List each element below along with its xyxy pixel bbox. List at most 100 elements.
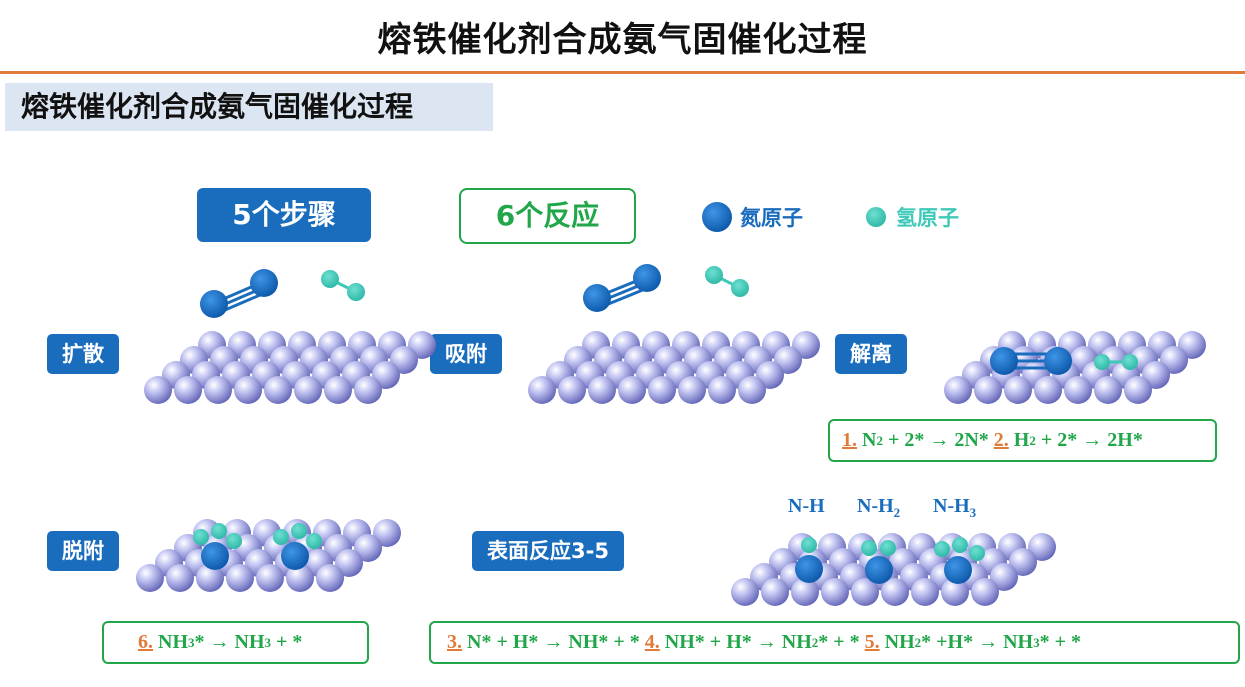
- step-dissociation: 解离: [835, 334, 907, 374]
- step-adsorption: 吸附: [430, 334, 502, 374]
- n2-molecule-diffusion: [200, 269, 278, 318]
- nitrogen-legend-label: 氮原子: [740, 206, 803, 230]
- eq6-rest: + *: [271, 631, 303, 653]
- catalyst-atom: [256, 564, 284, 592]
- catalyst-atom: [618, 376, 646, 404]
- eq5-rest: * + *: [1039, 631, 1082, 653]
- label-n-h3: N-H3: [933, 495, 977, 520]
- catalyst-atom: [174, 376, 202, 404]
- catalyst-atom: [974, 376, 1002, 404]
- catalyst-atom: [821, 578, 849, 606]
- n2-molecule-adsorption: [583, 264, 661, 312]
- catalyst-atom: [1028, 533, 1056, 561]
- eq2-rest: + 2* → 2H*: [1035, 429, 1143, 451]
- catalyst-atom: [990, 563, 1018, 591]
- catalyst-atom: [738, 376, 766, 404]
- catalyst-atom: [1004, 376, 1032, 404]
- catalyst-atom: [588, 376, 616, 404]
- eq3-number: 3.: [447, 631, 462, 653]
- label-n-h: N-H: [788, 495, 825, 517]
- catalyst-atom: [851, 578, 879, 606]
- page-title: 熔铁催化剂合成氨气固催化过程: [377, 20, 868, 60]
- reactions-badge: 6个反应: [459, 188, 636, 244]
- catalyst-atom: [354, 534, 382, 562]
- h2-molecule-diffusion: [321, 270, 365, 301]
- nitrogen-atom-icon: [702, 202, 732, 232]
- eq6-sub-b: 3: [264, 634, 272, 650]
- catalyst-atom: [354, 376, 382, 404]
- hydrogen-legend: 氢原子: [864, 201, 959, 233]
- catalyst-atom: [294, 376, 322, 404]
- steps-badge: 5个步骤: [197, 188, 371, 242]
- eq6-number: 6.: [138, 631, 153, 653]
- catalyst-atom: [648, 376, 676, 404]
- step-desorption: 脱附: [47, 531, 119, 571]
- step-diffusion: 扩散: [47, 334, 119, 374]
- eq5-species: NH: [884, 631, 915, 653]
- catalyst-atom: [944, 376, 972, 404]
- nh2-intermediate: [861, 540, 896, 584]
- catalyst-atom: [166, 564, 194, 592]
- nh3-desorption-right: [273, 523, 322, 570]
- catalyst-atom: [1009, 548, 1037, 576]
- eq6-mid: * → NH: [194, 631, 265, 653]
- catalyst-atom: [1064, 376, 1092, 404]
- catalyst-atom: [226, 564, 254, 592]
- step-surface-reaction: 表面反应3-5: [472, 531, 624, 571]
- catalyst-atom: [708, 376, 736, 404]
- nh3-intermediate: [934, 537, 985, 584]
- catalyst-atom: [196, 564, 224, 592]
- catalyst-atom: [731, 578, 759, 606]
- eq4-number: 4.: [644, 631, 660, 653]
- eq1-species: N: [862, 429, 877, 451]
- eq3-text: N* + H* → NH* + *: [467, 631, 645, 653]
- eq5-mid: * +H* → NH: [921, 631, 1034, 653]
- catalyst-atom: [1034, 376, 1062, 404]
- catalyst-atom: [316, 564, 344, 592]
- eq4-species: NH* + H* → NH: [664, 631, 812, 653]
- eq1-subscript: 2: [876, 432, 883, 448]
- nitrogen-legend: 氮原子: [700, 200, 803, 234]
- nh-intermediate: [795, 537, 823, 583]
- catalyst-atom: [136, 564, 164, 592]
- catalyst-atom: [324, 376, 352, 404]
- label-n-h2: N-H2: [857, 495, 901, 520]
- eq2-subscript: 2: [1029, 432, 1036, 448]
- eq1-rest: + 2* → 2N*: [882, 429, 994, 451]
- section-heading: 熔铁催化剂合成氨气固催化过程: [5, 83, 493, 131]
- catalyst-atom: [911, 578, 939, 606]
- h2-molecule-dissociation: [1094, 354, 1138, 370]
- catalyst-atom: [286, 564, 314, 592]
- catalyst-atom: [264, 376, 292, 404]
- catalyst-atom: [791, 578, 819, 606]
- eq5-sub-a: 2: [914, 634, 922, 650]
- catalyst-atom: [373, 519, 401, 547]
- catalyst-atom: [144, 376, 172, 404]
- catalyst-atom: [204, 376, 232, 404]
- catalyst-atom: [678, 376, 706, 404]
- eq6-species: NH: [158, 631, 188, 653]
- catalyst-atom: [234, 376, 262, 404]
- catalyst-atom: [335, 549, 363, 577]
- catalyst-atom: [1094, 376, 1122, 404]
- eq1-number: 1.: [842, 429, 857, 451]
- catalyst-atom: [881, 578, 909, 606]
- eq5-number: 5.: [864, 631, 880, 653]
- catalyst-atom: [971, 578, 999, 606]
- eq5-sub-b: 3: [1033, 634, 1040, 650]
- title-divider: [0, 71, 1245, 74]
- eq4-sub: 2: [811, 634, 819, 650]
- catalyst-atom: [528, 376, 556, 404]
- eq6-sub-a: 3: [188, 634, 195, 650]
- eq2-species: H: [1013, 429, 1030, 451]
- eq4-rest: * + *: [818, 631, 865, 653]
- nh3-desorption-left: [193, 523, 242, 570]
- n2-molecule-dissociation: [990, 347, 1072, 375]
- catalyst-atom: [1124, 376, 1152, 404]
